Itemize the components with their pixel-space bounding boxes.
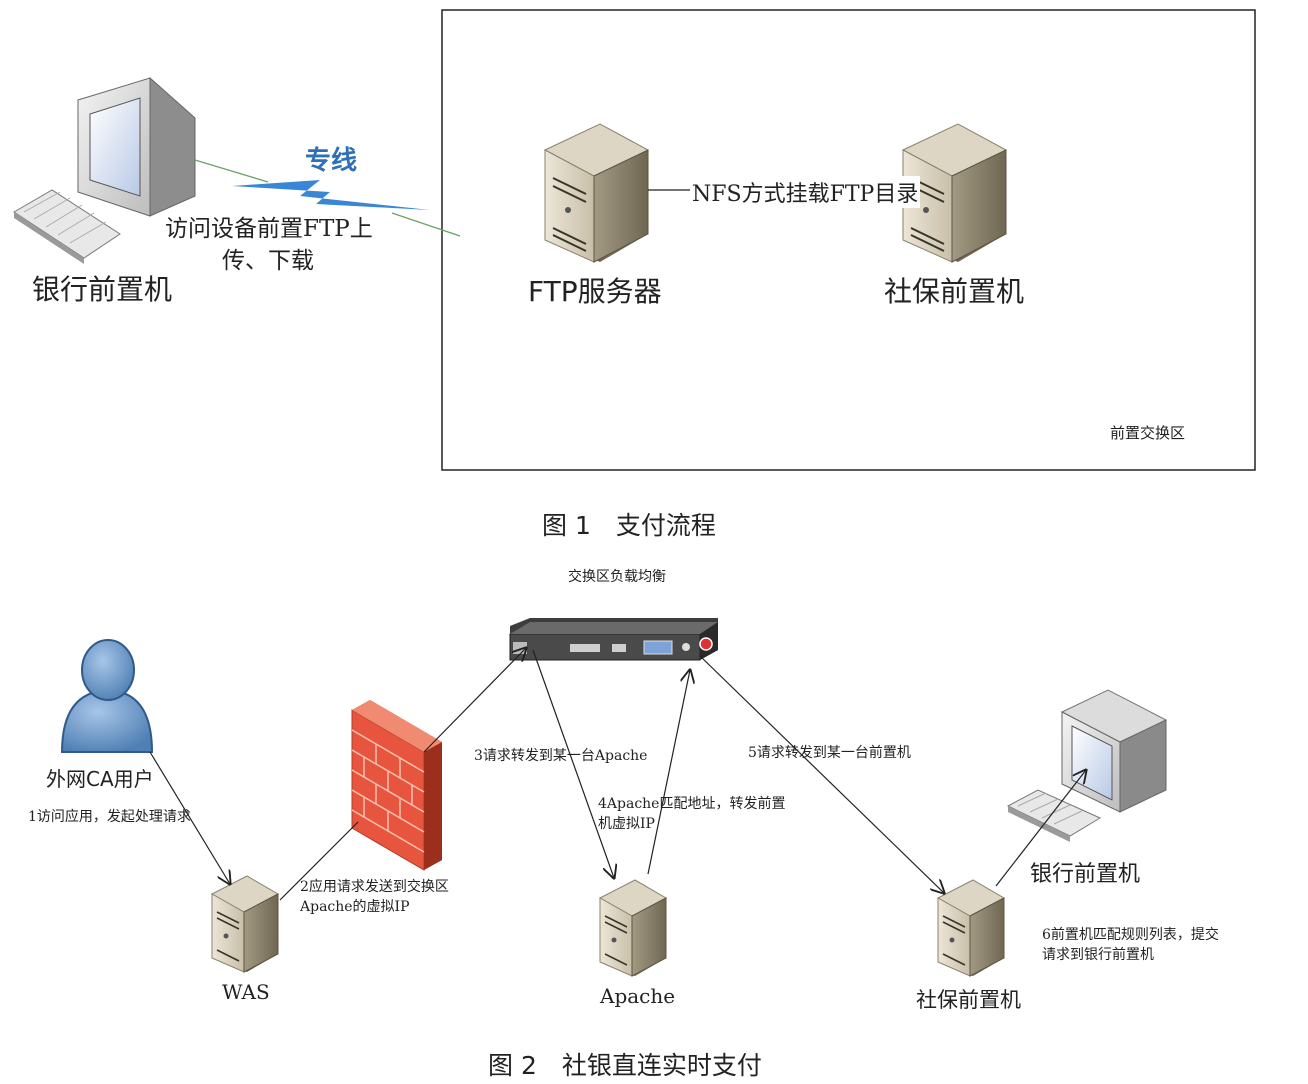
ca-user-icon <box>60 639 154 753</box>
arrow-lb-to-apache <box>532 649 614 878</box>
was-label: WAS <box>222 980 270 1004</box>
step4-label-line1: 4Apache匹配地址，转发前置 <box>598 796 786 812</box>
step1-label: 1访问应用，发起处理请求 <box>28 809 191 825</box>
apache-label: Apache <box>600 984 676 1008</box>
exchange-zone-label: 前置交换区 <box>1110 424 1186 442</box>
bank-front-fig2-label: 银行前置机 <box>1030 862 1141 887</box>
social-front-fig2-label: 社保前置机 <box>916 988 1021 1012</box>
arrow-apache-to-lb <box>647 670 690 875</box>
arrow-firewall-to-lb <box>423 648 526 753</box>
social-front-server-icon <box>936 879 1006 977</box>
social-server-icon <box>901 123 1008 263</box>
figure1-caption: 图 1 支付流程 <box>542 511 716 540</box>
access-label-line2: 传、下载 <box>222 248 314 274</box>
firewall-icon <box>351 700 442 871</box>
step3-label: 3请求转发到某一台Apache <box>474 748 648 764</box>
step6-label-line2: 请求到银行前置机 <box>1042 947 1154 963</box>
social-front-label: 社保前置机 <box>884 275 1025 308</box>
step4-label-line2: 机虚拟IP <box>598 816 655 832</box>
ca-user-label: 外网CA用户 <box>46 767 154 791</box>
nfs-label: NFS方式挂载FTP目录 <box>690 176 921 208</box>
access-label-line1: 访问设备前置FTP上 <box>165 214 373 244</box>
was-server-icon <box>210 875 280 973</box>
link-line-2 <box>391 212 461 237</box>
figure2-caption: 图 2 社银直连实时支付 <box>488 1051 762 1080</box>
step5-label: 5请求转发到某一台前置机 <box>748 745 911 761</box>
step6-label-line1: 6前置机匹配规则列表，提交 <box>1042 927 1219 943</box>
link-line-1 <box>194 159 269 183</box>
arrow-user-to-was <box>149 751 230 884</box>
dedicated-line-label: 专线 <box>305 146 358 176</box>
exchange-zone-box <box>441 9 1256 471</box>
ftp-server-icon <box>543 123 650 263</box>
load-balancer-icon <box>509 618 718 661</box>
step2-label-line1: 2应用请求发送到交换区 <box>300 879 449 895</box>
arrow-lb-to-social <box>699 655 944 893</box>
bank-computer-icon <box>13 76 196 264</box>
load-balancer-label: 交换区负载均衡 <box>568 569 666 585</box>
line-was-to-firewall <box>279 821 359 901</box>
step2-label-line2: Apache的虚拟IP <box>300 899 410 915</box>
ftp-server-label: FTP服务器 <box>528 275 662 308</box>
lightning-icon <box>232 180 430 210</box>
bank-front-label: 银行前置机 <box>32 273 173 306</box>
bank-computer-fig2-icon <box>1006 689 1168 842</box>
arrow-social-to-bank <box>995 770 1086 887</box>
apache-server-icon <box>598 879 668 977</box>
